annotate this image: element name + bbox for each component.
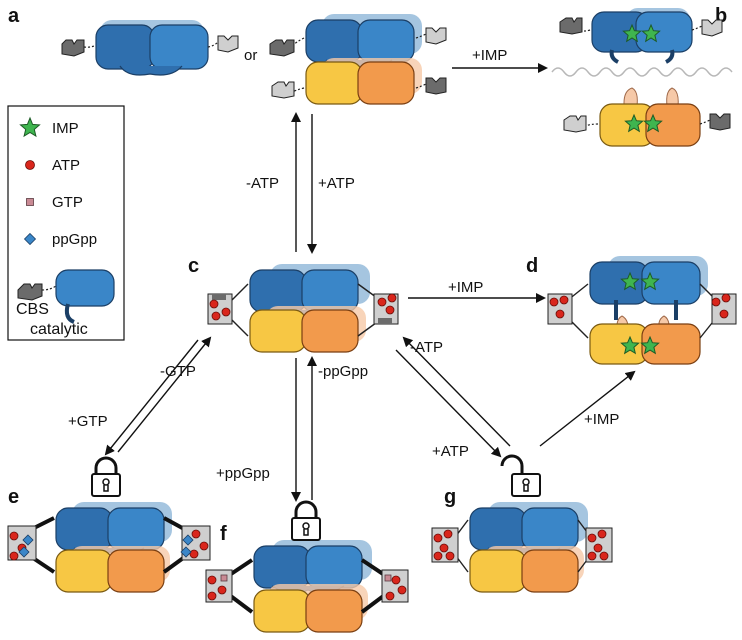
atp-dot-icon bbox=[391, 575, 401, 585]
label-c-to-e: +GTP bbox=[68, 413, 108, 430]
panel-label-g: g bbox=[444, 486, 456, 508]
panel-b-blue-dimer bbox=[559, 8, 723, 64]
atp-dot-icon bbox=[207, 591, 217, 601]
ppgpp-diamond-icon bbox=[18, 546, 30, 558]
padlock-locked-icon-e bbox=[91, 456, 121, 497]
atp-dot-icon bbox=[211, 311, 221, 321]
legend-catalytic-label: catalytic bbox=[30, 321, 88, 338]
panel-label-d: d bbox=[526, 255, 538, 277]
imp-star-icon bbox=[640, 335, 660, 355]
atp-dot-icon bbox=[207, 575, 217, 585]
label-g-to-d: +IMP bbox=[584, 411, 619, 428]
atp-dot-icon bbox=[719, 309, 729, 319]
panel-label-e: e bbox=[8, 486, 19, 508]
arrow-g-to-c bbox=[402, 336, 511, 447]
atp-dot-icon bbox=[433, 551, 443, 561]
atp-dot-icon bbox=[209, 299, 219, 309]
imp-star-icon bbox=[624, 113, 644, 133]
panel-c-complex bbox=[207, 264, 399, 353]
arrow-c-to-g bbox=[395, 349, 502, 458]
label-g-to-c: -ATP bbox=[410, 339, 443, 356]
legend-atp-label: ATP bbox=[52, 157, 80, 174]
arrow-g-to-d bbox=[539, 370, 636, 447]
padlock-unlocked-icon-g bbox=[500, 454, 541, 497]
label-a-to-c: +ATP bbox=[318, 175, 355, 192]
arrow-c-to-e bbox=[104, 339, 199, 456]
atp-dot-icon bbox=[559, 295, 569, 305]
atp-dot-icon bbox=[597, 529, 607, 539]
panel-label-c: c bbox=[188, 255, 199, 277]
label-c-to-g: +ATP bbox=[432, 443, 469, 460]
legend: IMP ATP GTP ppGpp CBS catalytic bbox=[7, 105, 125, 341]
panel-e-complex bbox=[7, 502, 211, 593]
atp-dot-icon bbox=[439, 543, 449, 553]
imp-star-icon bbox=[622, 23, 642, 43]
atp-dot-icon bbox=[443, 529, 453, 539]
atp-dot-icon bbox=[397, 585, 407, 595]
panel-a-tetramer bbox=[269, 14, 447, 105]
ppgpp-diamond-icon bbox=[182, 534, 194, 546]
atp-dot-icon bbox=[217, 585, 227, 595]
atp-dot-icon bbox=[599, 551, 609, 561]
label-c-to-d: +IMP bbox=[448, 279, 483, 296]
panel-d-complex bbox=[547, 256, 737, 365]
atp-dot-icon bbox=[549, 297, 559, 307]
imp-star-icon bbox=[643, 113, 663, 133]
panel-b-yellow-dimer bbox=[563, 87, 731, 147]
atp-dot-icon bbox=[587, 551, 597, 561]
label-c-to-a: -ATP bbox=[246, 175, 279, 192]
atp-dot-icon bbox=[433, 533, 443, 543]
or-text: or bbox=[244, 47, 257, 64]
atp-dot-icon bbox=[25, 160, 35, 170]
ppgpp-diamond-icon bbox=[180, 546, 192, 558]
label-f-to-c: -ppGpp bbox=[318, 363, 368, 380]
imp-star-icon bbox=[19, 116, 41, 138]
legend-cbs-label: CBS bbox=[16, 301, 49, 318]
atp-dot-icon bbox=[221, 307, 231, 317]
imp-star-icon bbox=[641, 23, 661, 43]
label-a-to-b: +IMP bbox=[472, 47, 507, 64]
atp-dot-icon bbox=[191, 529, 201, 539]
panel-f-complex bbox=[205, 540, 409, 633]
atp-dot-icon bbox=[711, 297, 721, 307]
atp-dot-icon bbox=[377, 297, 387, 307]
atp-dot-icon bbox=[387, 293, 397, 303]
imp-star-icon bbox=[640, 271, 660, 291]
imp-star-icon bbox=[620, 335, 640, 355]
atp-dot-icon bbox=[445, 551, 455, 561]
atp-dot-icon bbox=[9, 531, 19, 541]
atp-dot-icon bbox=[385, 591, 395, 601]
legend-gtp-label: GTP bbox=[52, 194, 83, 211]
padlock-locked-icon-f bbox=[291, 500, 321, 541]
arrow-e-to-c bbox=[117, 336, 212, 453]
atp-dot-icon bbox=[593, 543, 603, 553]
label-e-to-c: -GTP bbox=[160, 363, 196, 380]
atp-dot-icon bbox=[385, 305, 395, 315]
gtp-square-icon bbox=[26, 198, 34, 206]
imp-star-icon bbox=[620, 271, 640, 291]
atp-dot-icon bbox=[555, 309, 565, 319]
atp-dot-icon bbox=[199, 541, 209, 551]
ligand-glyphs bbox=[9, 23, 731, 601]
atp-dot-icon bbox=[9, 551, 19, 561]
panel-label-a: a bbox=[8, 5, 20, 27]
panel-a-dimer-single bbox=[61, 20, 239, 76]
wavy-separator bbox=[551, 67, 733, 77]
legend-ppgpp-label: ppGpp bbox=[52, 231, 97, 248]
atp-dot-icon bbox=[721, 293, 731, 303]
gtp-square-icon bbox=[220, 574, 228, 582]
atp-dot-icon bbox=[189, 549, 199, 559]
panel-g-complex bbox=[431, 502, 613, 593]
ppgpp-diamond-icon bbox=[23, 232, 37, 246]
legend-imp-label: IMP bbox=[52, 120, 79, 137]
ppgpp-diamond-icon bbox=[22, 534, 34, 546]
atp-dot-icon bbox=[587, 533, 597, 543]
gtp-square-icon bbox=[384, 574, 392, 582]
label-c-to-f: +ppGpp bbox=[216, 465, 270, 482]
panel-label-f: f bbox=[220, 523, 227, 545]
